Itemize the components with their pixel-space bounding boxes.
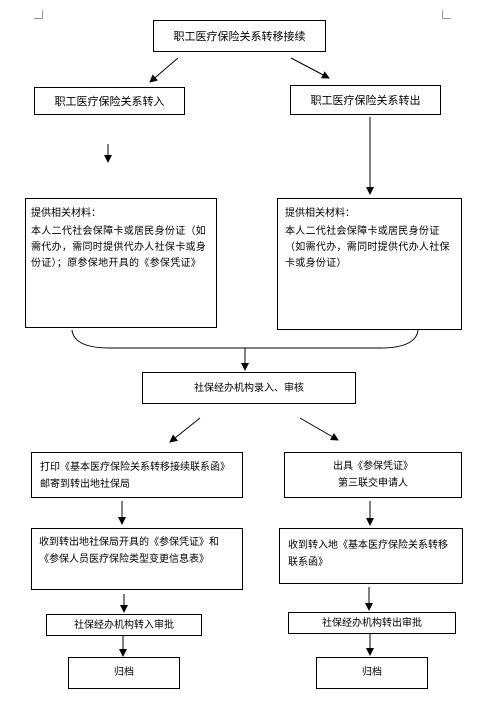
materials-right-heading: 提供相关材料： [285,208,355,219]
left-print-label: 打印《基本医疗保险关系转移接续联系函》邮寄到转出地社保局 [40,462,230,490]
arrow-review-to-left [169,417,201,443]
right-receive-box: 收到转入地《基本医疗保险关系转移联系函》 [279,528,463,584]
materials-right-box: 提供相关材料： 本人二代社会保障卡或居民身份证（如需代办，需同时提供代办人社保卡… [277,198,462,330]
transfer-out-label: 职工医疗保险关系转出 [310,94,421,107]
right-approve-label: 社保经办机构转出审批 [322,618,422,629]
left-receive-label: 收到转出地社保局开具的《参保凭证》和《参保人员医疗保险类型变更信息表》 [39,537,219,565]
agency-review-label: 社保经办机构录入、审核 [194,383,304,394]
crop-mark-top-right [442,10,451,19]
right-receive-label: 收到转入地《基本医疗保险关系转移联系函》 [288,540,448,568]
agency-review-box: 社保经办机构录入、审核 [142,372,356,404]
left-archive-label: 归档 [114,667,134,678]
right-archive-box: 归档 [316,657,428,689]
merge-bracket [71,329,419,349]
left-approve-label: 社保经办机构转入审批 [74,620,174,631]
materials-right-body: 本人二代社会保障卡或居民身份证（如需代办，需同时提供代办人社保卡或身份证） [285,226,450,269]
right-issue-box: 出具《参保凭证》 第三联交申请人 [284,452,462,498]
title-label: 职工医疗保险关系转移接续 [173,30,306,43]
right-issue-line1: 出具《参保凭证》 [333,461,413,472]
title-box: 职工医疗保险关系转移接续 [153,20,326,52]
materials-left-box: 提供相关材料： 本人二代社会保障卡或居民身份证（如需代办，需同时提供代办人社保卡… [25,198,217,328]
materials-left-body: 本人二代社会保障卡或居民身份证（如需代办，需同时提供代办人社保卡或身份证）；原参… [31,226,207,269]
left-print-box: 打印《基本医疗保险关系转移接续联系函》邮寄到转出地社保局 [31,452,243,498]
transfer-out-box: 职工医疗保险关系转出 [290,85,441,115]
arrow-title-to-transfer-in [149,57,179,83]
left-archive-box: 归档 [68,657,180,689]
transfer-in-box: 职工医疗保险关系转入 [34,87,185,115]
crop-mark-top-left [34,10,43,19]
arrow-title-to-transfer-out [290,57,330,79]
materials-left-heading: 提供相关材料： [31,208,101,219]
left-approve-box: 社保经办机构转入审批 [46,614,202,636]
right-approve-box: 社保经办机构转出审批 [288,612,456,634]
left-receive-box: 收到转出地社保局开具的《参保凭证》和《参保人员医疗保险类型变更信息表》 [31,528,243,590]
right-issue-line2: 第三联交申请人 [338,478,408,489]
transfer-in-label: 职工医疗保险关系转入 [54,95,165,108]
arrow-review-to-right [299,417,339,441]
right-archive-label: 归档 [362,667,382,678]
